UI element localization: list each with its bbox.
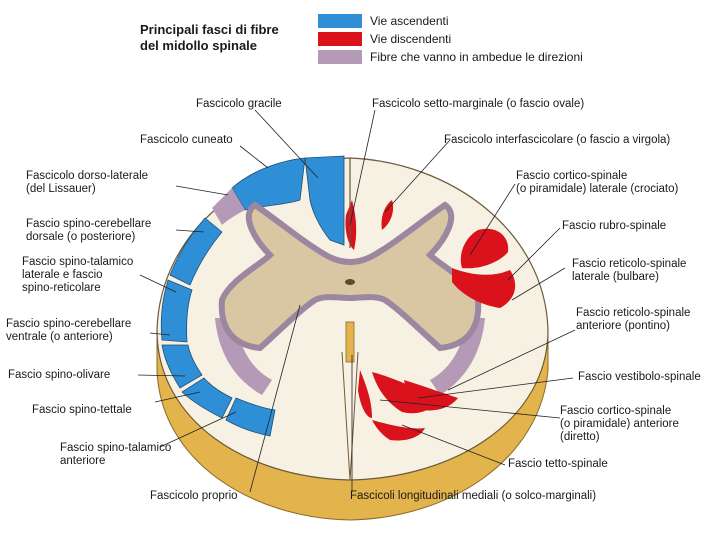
label-tetto-spinale: Fascio tetto-spinale — [508, 458, 608, 471]
label-gracile: Fascicolo gracile — [196, 98, 282, 111]
label-spcb-ventr-1: Fascio spino-cerebellare — [6, 318, 131, 331]
label-ret-ant-2: anteriore (pontino) — [576, 320, 690, 333]
label-cs-ant-1: Fascio cortico-spinale — [560, 405, 679, 418]
label-reticolo-spinale-laterale: Fascio reticolo-spinale laterale (bulbar… — [572, 258, 686, 284]
label-ret-ant-1: Fascio reticolo-spinale — [576, 307, 690, 320]
fissure-depth — [346, 322, 354, 362]
label-spt-ant-1: Fascio spino-talamico — [60, 442, 171, 455]
label-ret-lat-2: laterale (bulbare) — [572, 271, 686, 284]
label-spt-lat-2: laterale e fascio — [22, 269, 133, 282]
label-spcb-dors-2: dorsale (o posteriore) — [26, 231, 151, 244]
label-cs-ant-2: (o piramidale) anteriore — [560, 418, 679, 431]
label-rubro-spinale: Fascio rubro-spinale — [562, 220, 666, 233]
label-cs-ant-3: (diretto) — [560, 431, 679, 444]
label-spino-cerebellare-ventrale: Fascio spino-cerebellare ventrale (o ant… — [6, 318, 131, 344]
label-dorso-laterale: Fascicolo dorso-laterale (del Lissauer) — [26, 170, 148, 196]
label-ret-lat-1: Fascio reticolo-spinale — [572, 258, 686, 271]
label-spino-cerebellare-dorsale: Fascio spino-cerebellare dorsale (o post… — [26, 218, 151, 244]
label-vestibolo-spinale: Fascio vestibolo-spinale — [578, 371, 701, 384]
central-canal — [345, 279, 355, 285]
label-spino-talamico-anteriore: Fascio spino-talamico anteriore — [60, 442, 171, 468]
label-cs-lat-1: Fascio cortico-spinale — [516, 170, 678, 183]
label-spt-lat-1: Fascio spino-talamico — [22, 256, 133, 269]
label-spcb-ventr-2: ventrale (o anteriore) — [6, 331, 131, 344]
label-proprio: Fascicolo proprio — [150, 490, 238, 503]
label-cs-lat-2: (o piramidale) laterale (crociato) — [516, 183, 678, 196]
label-spino-olivare: Fascio spino-olivare — [8, 369, 110, 382]
label-spino-talamico-laterale: Fascio spino-talamico laterale e fascio … — [22, 256, 133, 295]
label-reticolo-spinale-anteriore: Fascio reticolo-spinale anteriore (ponti… — [576, 307, 690, 333]
label-dorso-laterale-2: (del Lissauer) — [26, 183, 148, 196]
label-spino-tettale: Fascio spino-tettale — [32, 404, 132, 417]
label-spcb-dors-1: Fascio spino-cerebellare — [26, 218, 151, 231]
label-cortico-spinale-laterale: Fascio cortico-spinale (o piramidale) la… — [516, 170, 678, 196]
label-spt-lat-3: spino-reticolare — [22, 282, 133, 295]
label-cortico-spinale-anteriore: Fascio cortico-spinale (o piramidale) an… — [560, 405, 679, 444]
label-setto-marginale: Fascicolo setto-marginale (o fascio oval… — [372, 98, 584, 111]
label-cuneato: Fascicolo cuneato — [140, 134, 233, 147]
label-interfascicolare: Fascicolo interfascicolare (o fascio a v… — [444, 134, 670, 147]
label-spt-ant-2: anteriore — [60, 455, 171, 468]
label-dorso-laterale-1: Fascicolo dorso-laterale — [26, 170, 148, 183]
label-longitudinali-mediali: Fascicoli longitudinali mediali (o solco… — [350, 490, 596, 503]
